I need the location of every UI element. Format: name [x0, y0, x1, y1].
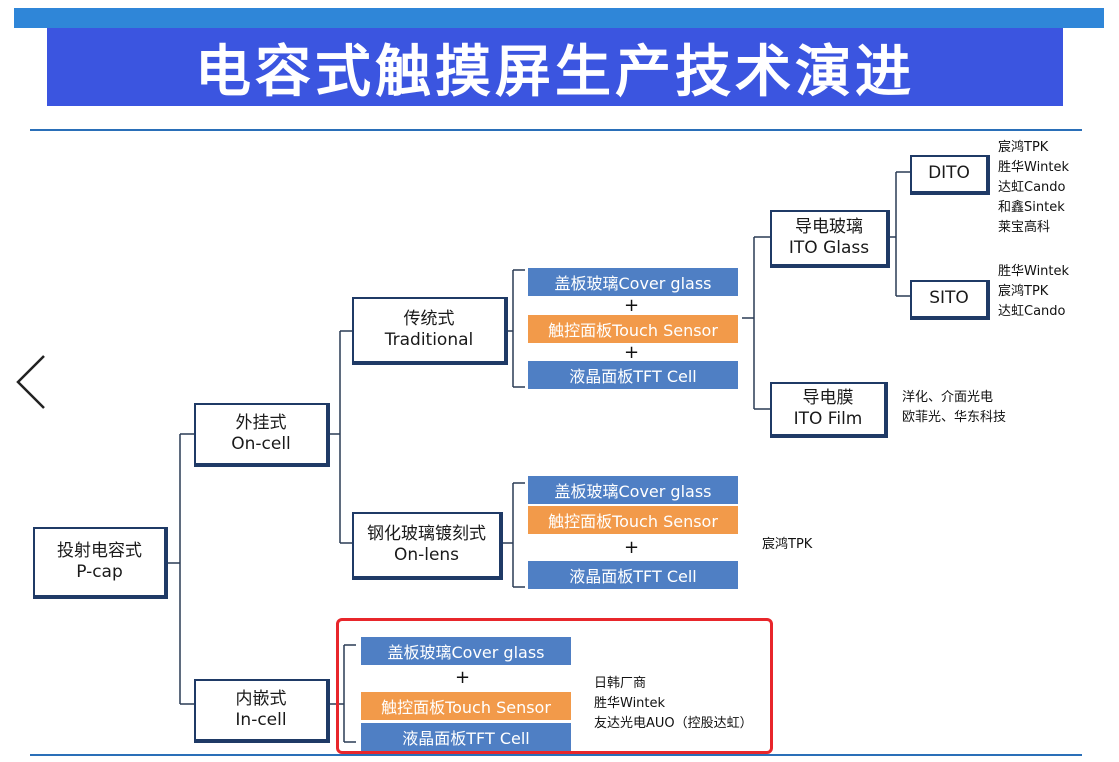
in-cell-zh: 内嵌式: [235, 688, 287, 709]
top-rule: [30, 129, 1082, 131]
sito-makers: 胜华Wintek 宸鸿TPK 达虹Cando: [998, 262, 1069, 322]
node-ito-film: 导电膜 ITO Film: [770, 382, 888, 438]
page-title: 电容式触摸屏生产技术演进: [47, 28, 1063, 106]
node-sito: SITO: [910, 280, 990, 320]
in-cell-cover-glass: 盖板玻璃Cover glass: [361, 637, 571, 665]
traditional-plus-2: +: [624, 342, 640, 363]
in-cell-makers: 日韩厂商 胜华Wintek 友达光电AUO（控股达虹）: [594, 674, 753, 734]
root-node-en: P-cap: [76, 562, 123, 582]
ito-film-makers: 洋化、介面光电 欧菲光、华东科技: [902, 388, 1006, 428]
root-node-zh: 投射电容式: [57, 540, 142, 561]
node-traditional: 传统式 Traditional: [352, 297, 508, 365]
traditional-zh: 传统式: [403, 308, 455, 329]
traditional-touch-sensor: 触控面板Touch Sensor: [528, 315, 738, 343]
traditional-en: Traditional: [384, 330, 474, 350]
ito-glass-zh: 导电玻璃: [795, 216, 863, 237]
dito-makers: 宸鸿TPK 胜华Wintek 达虹Cando 和鑫Sintek 莱宝高科: [998, 138, 1069, 238]
on-lens-plus: +: [624, 537, 640, 558]
list-item: 胜华Wintek: [998, 264, 1070, 279]
list-item: 达虹Cando: [998, 180, 1066, 195]
list-item: 莱宝高科: [998, 220, 1051, 235]
list-item: 日韩厂商: [594, 676, 647, 691]
list-item: 达虹Cando: [998, 304, 1066, 319]
ito-film-en: ITO Film: [793, 409, 863, 429]
traditional-tft-cell: 液晶面板TFT Cell: [528, 361, 738, 389]
list-item: 宸鸿TPK: [998, 140, 1049, 155]
traditional-cover-glass: 盖板玻璃Cover glass: [528, 268, 738, 296]
in-cell-plus: +: [455, 667, 471, 688]
list-item: 宸鸿TPK: [998, 284, 1049, 299]
in-cell-en: In-cell: [235, 710, 287, 730]
chevron-left-icon[interactable]: [14, 352, 48, 412]
top-accent-bar: [14, 8, 1104, 28]
in-cell-tft-cell: 液晶面板TFT Cell: [361, 723, 571, 751]
dito-label: DITO: [928, 163, 970, 184]
node-on-lens: 钢化玻璃镀刻式 On-lens: [352, 512, 503, 580]
bottom-rule: [30, 754, 1082, 756]
node-dito: DITO: [910, 155, 990, 195]
on-cell-en: On-cell: [231, 434, 291, 454]
on-lens-zh: 钢化玻璃镀刻式: [367, 523, 486, 544]
ito-glass-en: ITO Glass: [788, 238, 870, 258]
node-on-cell: 外挂式 On-cell: [194, 403, 330, 467]
on-cell-zh: 外挂式: [235, 412, 287, 433]
on-lens-touch-sensor: 触控面板Touch Sensor: [528, 506, 738, 534]
list-item: 洋化、介面光电: [902, 390, 994, 405]
on-lens-en: On-lens: [393, 545, 460, 565]
on-lens-cover-glass: 盖板玻璃Cover glass: [528, 476, 738, 504]
list-item: 宸鸿TPK: [762, 537, 813, 552]
traditional-plus-1: +: [624, 295, 640, 316]
list-item: 胜华Wintek: [998, 160, 1070, 175]
node-in-cell: 内嵌式 In-cell: [194, 679, 330, 743]
list-item: 和鑫Sintek: [998, 200, 1065, 215]
root-node-pcap: 投射电容式 P-cap: [33, 527, 168, 599]
in-cell-highlight-box: [336, 618, 773, 754]
on-lens-tft-cell: 液晶面板TFT Cell: [528, 561, 738, 589]
list-item: 欧菲光、华东科技: [902, 410, 1007, 425]
in-cell-touch-sensor: 触控面板Touch Sensor: [361, 692, 571, 720]
on-lens-makers: 宸鸿TPK: [762, 535, 812, 555]
node-ito-glass: 导电玻璃 ITO Glass: [770, 210, 890, 268]
sito-label: SITO: [929, 288, 969, 309]
ito-film-zh: 导电膜: [802, 387, 854, 408]
list-item: 友达光电AUO（控股达虹）: [594, 716, 753, 731]
list-item: 胜华Wintek: [594, 696, 666, 711]
